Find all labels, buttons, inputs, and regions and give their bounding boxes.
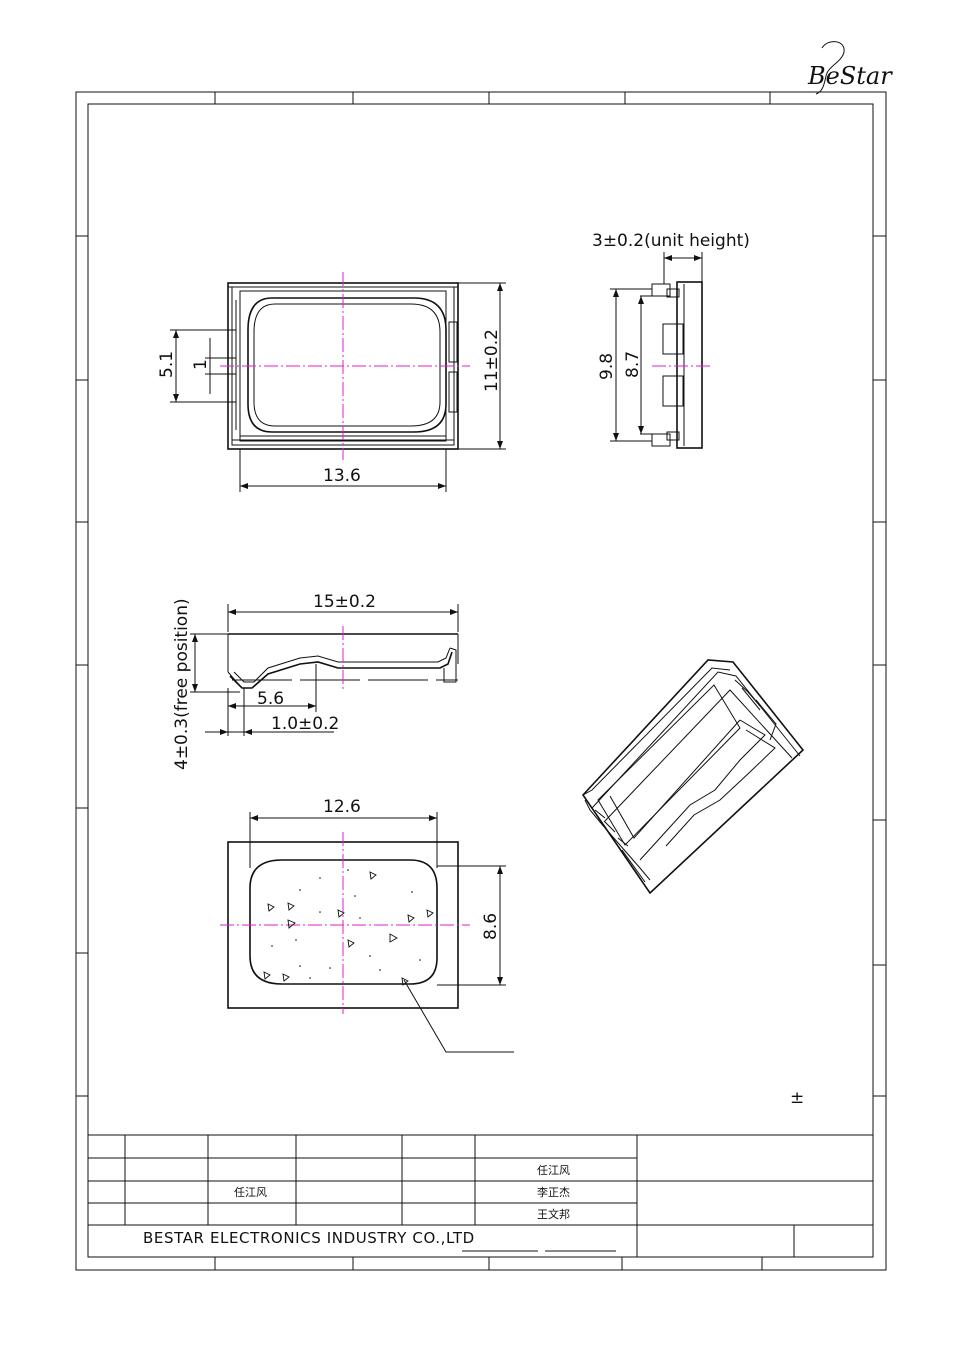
title-block: 任江风 李正杰 王文邦 任江风 BESTAR ELECTRONICS INDUS… [88,1134,873,1257]
dim-unit-height: 3±0.2(unit height) [592,231,750,251]
signature-1: 任江风 [537,1164,570,1177]
company-name: BESTAR ELECTRONICS INDUSTRY CO.,LTD [143,1229,475,1247]
top-view: 13.6 11±0.2 5.1 1 [157,272,506,492]
bestar-logo: BeStar [807,41,893,95]
dim-free-position: 4±0.3(free position) [172,598,192,770]
dim-terminal-offset: 1.0±0.2 [271,714,339,734]
dim-height-11: 11±0.2 [482,329,502,392]
zone-ticks [76,92,886,1270]
dim-height-8-6: 8.6 [481,913,501,940]
isometric-view [581,659,805,895]
profile-view: 15±0.2 4±0.3(free position) 5.6 1.0±0.2 [172,592,459,770]
dim-width-13-6: 13.6 [323,466,361,486]
dim-width-12-6: 12.6 [323,797,361,817]
dim-length-15: 15±0.2 [313,592,376,612]
side-view: 3±0.2(unit height) 9.8 8.7 [592,231,750,449]
drawn-by: 任江风 [234,1186,267,1199]
dim-small-1: 1 [191,359,211,370]
outer-frame [75,91,887,1271]
bottom-view: 12.6 [220,797,514,1053]
signature-2: 李正杰 [537,1185,570,1199]
inner-frame [87,103,874,1258]
dim-terminal-5-1: 5.1 [157,351,177,378]
tolerance-mark: ± [790,1088,804,1108]
dim-inner-8-7: 8.7 [623,351,643,378]
dim-outer-9-8: 9.8 [597,353,617,380]
dim-terminal-pos-5-6: 5.6 [257,689,284,709]
logo-text: BeStar [807,62,893,90]
signature-3: 王文邦 [537,1207,570,1221]
